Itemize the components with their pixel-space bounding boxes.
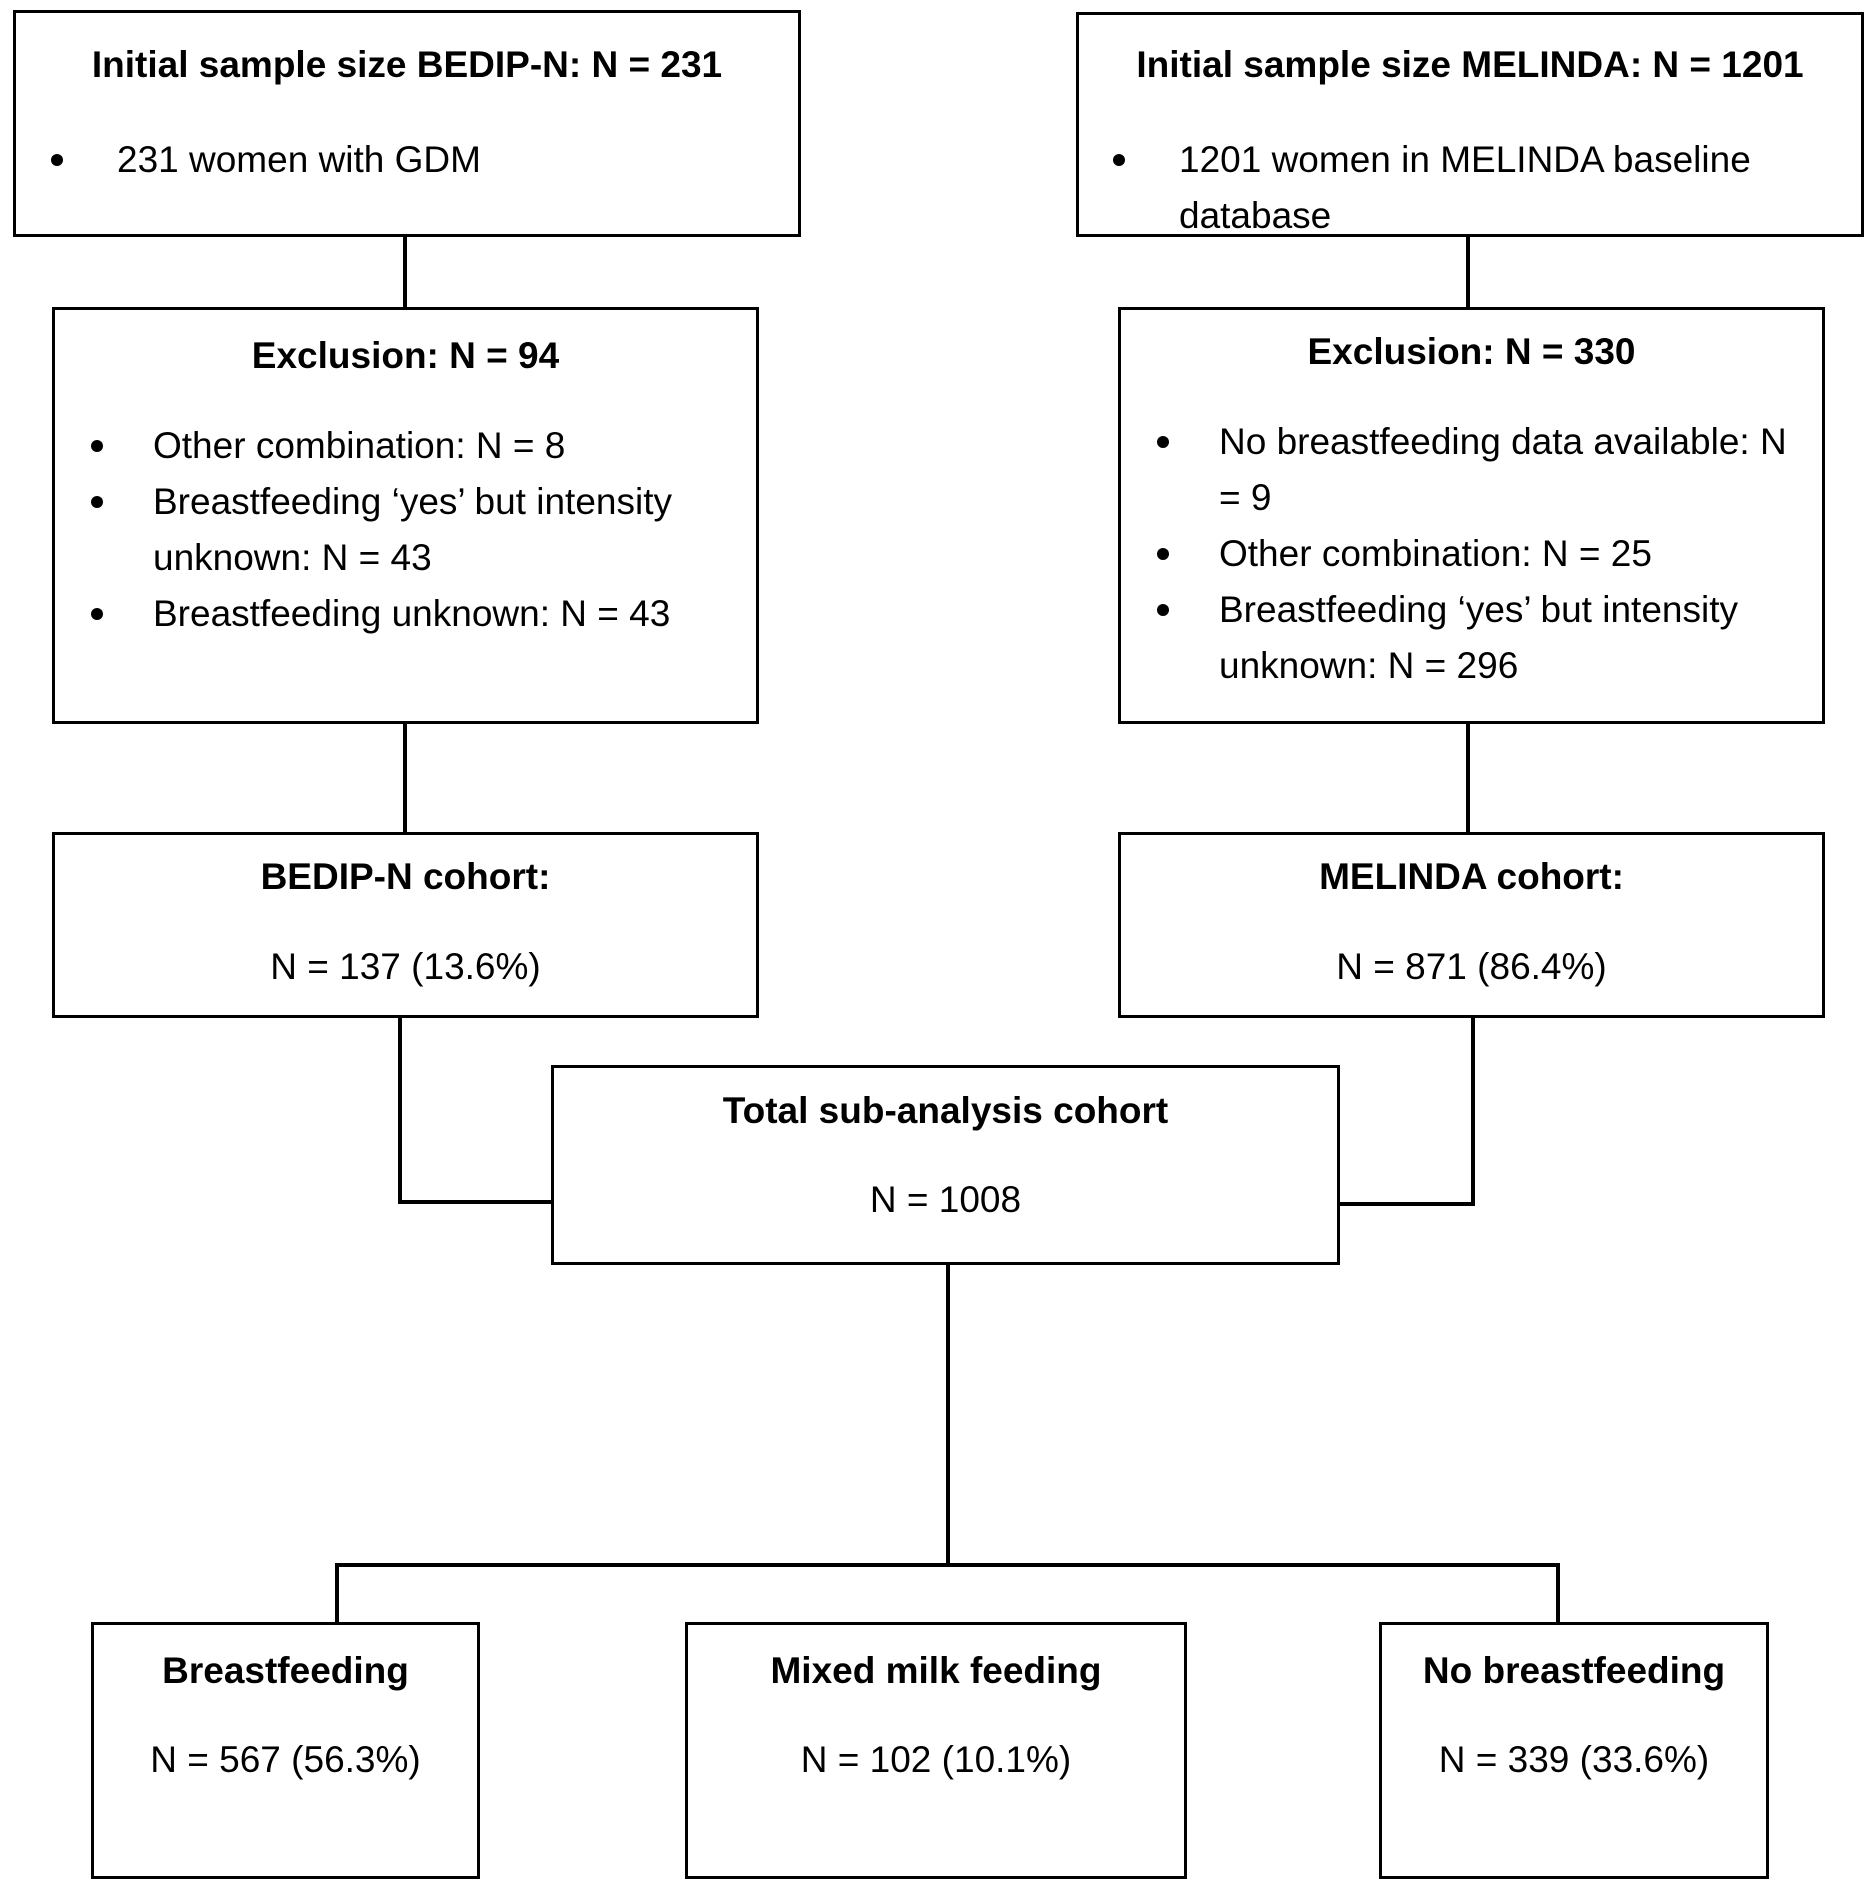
outcome-breastfeeding-box: Breastfeeding N = 567 (56.3%) bbox=[91, 1622, 480, 1879]
outcome-breastfeeding-value: N = 567 (56.3%) bbox=[150, 1739, 421, 1780]
total-cohort-box: Total sub-analysis cohort N = 1008 bbox=[551, 1065, 1340, 1265]
bedip-cohort-title: BEDIP-N cohort: bbox=[260, 856, 551, 897]
total-cohort-value: N = 1008 bbox=[869, 1179, 1022, 1220]
outcome-no-breastfeeding-value: N = 339 (33.6%) bbox=[1438, 1739, 1710, 1780]
melinda-cohort-value: N = 871 (86.4%) bbox=[1336, 946, 1607, 987]
outcome-mixed-feeding-title: Mixed milk feeding bbox=[770, 1650, 1102, 1691]
list-item: 231 women with GDM bbox=[51, 132, 777, 188]
melinda-exclusion-box: Exclusion: N = 330 No breastfeeding data… bbox=[1118, 307, 1825, 724]
melinda-initial-list: 1201 women in MELINDA baseline database bbox=[1113, 132, 1839, 244]
bedip-exclusion-title: Exclusion: N = 94 bbox=[251, 335, 560, 376]
melinda-cohort-box: MELINDA cohort: N = 871 (86.4%) bbox=[1118, 832, 1825, 1018]
outcome-no-breastfeeding-title: No breastfeeding bbox=[1422, 1650, 1726, 1691]
bedip-initial-title: Initial sample size BEDIP-N: N = 231 bbox=[91, 44, 723, 85]
outcome-mixed-feeding-box: Mixed milk feeding N = 102 (10.1%) bbox=[685, 1622, 1187, 1879]
list-item: Other combination: N = 25 bbox=[1157, 526, 1809, 582]
bedip-cohort-box: BEDIP-N cohort: N = 137 (13.6%) bbox=[52, 832, 759, 1018]
bedip-initial-list: 231 women with GDM bbox=[51, 132, 777, 188]
connector-group bbox=[335, 237, 1560, 1622]
list-item: No breastfeeding data available: N = 9 bbox=[1157, 414, 1809, 526]
outcome-mixed-feeding-value: N = 102 (10.1%) bbox=[800, 1739, 1072, 1780]
melinda-initial-box: Initial sample size MELINDA: N = 1201 12… bbox=[1076, 12, 1864, 237]
melinda-cohort-title: MELINDA cohort: bbox=[1319, 856, 1624, 897]
list-item: Other combination: N = 8 bbox=[91, 418, 743, 474]
list-item: Breastfeeding ‘yes’ but intensity unknow… bbox=[1157, 582, 1809, 694]
list-item: Breastfeeding unknown: N = 43 bbox=[91, 586, 743, 642]
melinda-exclusion-title: Exclusion: N = 330 bbox=[1307, 331, 1636, 372]
melinda-initial-title: Initial sample size MELINDA: N = 1201 bbox=[1136, 44, 1804, 85]
bedip-cohort-value: N = 137 (13.6%) bbox=[270, 946, 541, 987]
outcome-breastfeeding-title: Breastfeeding bbox=[162, 1650, 409, 1691]
list-item: Breastfeeding ‘yes’ but intensity unknow… bbox=[91, 474, 743, 586]
list-item: 1201 women in MELINDA baseline database bbox=[1113, 132, 1839, 244]
connector-bedip-cohort-to-total bbox=[398, 1018, 553, 1204]
bedip-exclusion-box: Exclusion: N = 94 Other combination: N =… bbox=[52, 307, 759, 724]
bedip-exclusion-list: Other combination: N = 8 Breastfeeding ‘… bbox=[91, 418, 743, 642]
total-cohort-title: Total sub-analysis cohort bbox=[722, 1090, 1169, 1131]
melinda-exclusion-list: No breastfeeding data available: N = 9 O… bbox=[1157, 414, 1809, 694]
bedip-initial-box: Initial sample size BEDIP-N: N = 231 231… bbox=[13, 10, 801, 237]
connector-melinda-cohort-to-total bbox=[1340, 1018, 1475, 1206]
outcome-no-breastfeeding-box: No breastfeeding N = 339 (33.6%) bbox=[1379, 1622, 1769, 1879]
